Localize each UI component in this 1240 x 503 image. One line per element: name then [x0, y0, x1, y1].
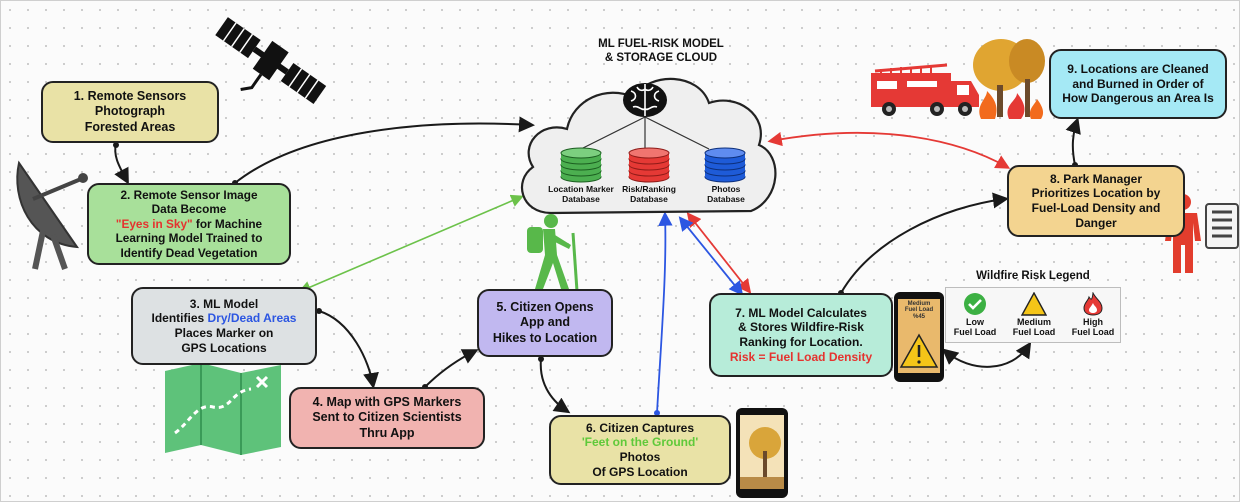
step-1-box: 1. Remote Sensors Photograph Forested Ar… [41, 81, 219, 143]
fire-truck-icon [871, 63, 979, 116]
connector-phone-to-legend [941, 341, 1032, 368]
satellite-icon [215, 17, 327, 104]
connector-2-to-cloud [234, 116, 535, 184]
fire-icon [1083, 292, 1103, 316]
satellite-dish-icon [16, 160, 88, 270]
risk-database-label: Risk/Ranking Database [622, 184, 676, 204]
connector-6-to-cloud [656, 211, 673, 414]
burning-trees-icon [973, 39, 1045, 119]
step-2-box: 2. Remote Sensor Image Data Become "Eyes… [87, 183, 291, 265]
connector-4-to-5 [424, 349, 479, 388]
check-circle-icon [964, 293, 986, 315]
brain-db-links [580, 116, 710, 150]
connector-3-to-4 [318, 310, 379, 389]
risk-database-icon [628, 147, 670, 183]
risk-legend: Low Fuel Load Medium Fuel Load High Fuel… [945, 287, 1121, 343]
step-8-box: 8. Park Manager Prioritizes Location by … [1007, 165, 1185, 237]
map-icon [165, 363, 281, 455]
step-7-box: 7. ML Model Calculates & Stores Wildfire… [709, 293, 893, 377]
connector-cloud-to-7-red [686, 212, 752, 294]
connector-7-to-8 [840, 192, 1009, 294]
warning-triangle-icon [1021, 292, 1047, 316]
connector-5-to-6 [539, 358, 571, 414]
step-3-box: 3. ML Model Identifies Dry/Dead Areas Pl… [131, 287, 317, 365]
step-5-box: 5. Citizen Opens App and Hikes to Locati… [477, 289, 613, 357]
step-9-box: 9. Locations are Cleaned and Burned in O… [1049, 49, 1227, 119]
connector-cloud-to-3 [298, 194, 524, 294]
legend-item-high: High Fuel Load [1064, 292, 1122, 338]
connector-cloud-to-8 [767, 131, 1011, 169]
photo-phone-icon [736, 408, 788, 498]
legend-title: Wildfire Risk Legend [976, 270, 1090, 282]
connector-cloud-to-7-blue [678, 216, 744, 296]
step-4-box: 4. Map with GPS Markers Sent to Citizen … [289, 387, 485, 449]
risk-phone-icon [894, 292, 944, 382]
step-6-box: 6. Citizen Captures 'Feet on the Ground'… [549, 415, 731, 485]
legend-item-medium: Medium Fuel Load [1005, 292, 1063, 338]
location-database-label: Location Marker Database [548, 184, 614, 204]
hiker-icon [527, 214, 579, 291]
connector-1-to-2 [114, 142, 129, 185]
server-list-icon [1205, 203, 1239, 249]
brain-icon [623, 83, 667, 117]
legend-item-low: Low Fuel Load [946, 292, 1004, 338]
location-database-icon [560, 147, 602, 183]
photos-database-label: Photos Database [707, 184, 745, 204]
connector-8-to-9 [1065, 117, 1081, 166]
photos-database-icon [704, 147, 746, 183]
phone-risk-readout: Medium Fuel Load %45 [904, 301, 934, 320]
cloud-title: ML FUEL-RISK MODEL & STORAGE CLOUD [598, 38, 724, 64]
